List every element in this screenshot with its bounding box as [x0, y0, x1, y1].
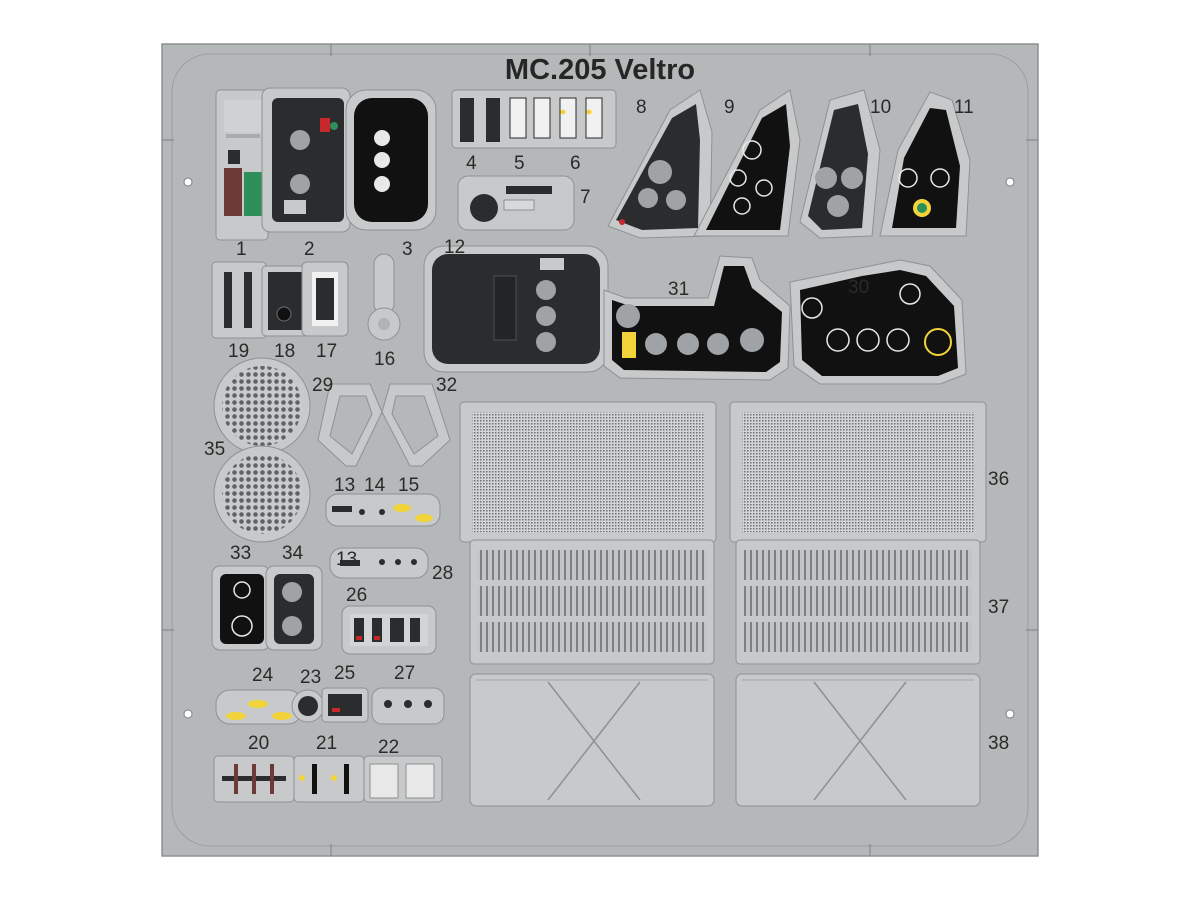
part-4-5-6-switch-strips [451, 89, 617, 149]
part-label-27: 27 [394, 663, 416, 684]
part-12-main-panel [423, 245, 609, 373]
part-label-37: 37 [988, 597, 1010, 618]
mount-hole [183, 177, 193, 187]
part-9-panel [693, 89, 801, 237]
mount-hole [183, 709, 193, 719]
part-30-instrument-panel [789, 259, 967, 385]
part-label-23: 23 [300, 667, 322, 688]
part-21-levers [293, 755, 365, 803]
part-label-32: 32 [436, 375, 458, 396]
part-13-28-switches [329, 547, 429, 579]
part-label-15: 15 [398, 475, 420, 496]
part-16-lever [367, 253, 401, 341]
part-label-2: 2 [304, 239, 315, 260]
part-label-25: 25 [334, 663, 356, 684]
part-25-box [321, 687, 369, 723]
part-20-levers [213, 755, 295, 803]
part-22-plates [363, 755, 443, 803]
part-18-box [261, 265, 309, 337]
part-10-panel [799, 89, 881, 239]
part-35-mesh-disc [213, 357, 311, 543]
part-label-9: 9 [724, 97, 735, 118]
mount-hole [1005, 709, 1015, 719]
part-label-17: 17 [316, 341, 338, 362]
part-label-6: 6 [570, 153, 581, 174]
part-label-26: 26 [346, 585, 368, 606]
part-label-28: 28 [432, 563, 454, 584]
part-label-20: 20 [248, 733, 270, 754]
part-label-10: 10 [870, 97, 892, 118]
part-7-console [457, 175, 575, 231]
part-label-1: 1 [236, 239, 247, 260]
part-label-7: 7 [580, 187, 591, 208]
part-label-31: 31 [668, 279, 690, 300]
part-label-35: 35 [204, 439, 226, 460]
part-label-11: 11 [954, 97, 974, 118]
mount-hole [1005, 177, 1015, 187]
part-label-24: 24 [252, 665, 274, 686]
sheet-title: MC.205 Veltro [504, 54, 696, 86]
part-label-38: 38 [988, 733, 1010, 754]
part-17-plate [301, 261, 349, 337]
part-label-4: 4 [466, 153, 477, 174]
part-34-panel [265, 565, 323, 651]
part-24-switches [215, 689, 303, 725]
part-label-8: 8 [636, 97, 647, 118]
part-label-16: 16 [374, 349, 396, 370]
part-23-dial [291, 689, 325, 723]
part-label-14: 14 [364, 475, 386, 496]
part-label-13a: 13 [334, 475, 356, 496]
part-32-frame [381, 383, 451, 467]
part-8-panel [607, 89, 713, 239]
part-37-slat-panel [469, 539, 981, 665]
part-19-levers [211, 261, 267, 339]
part-label-33: 33 [230, 543, 252, 564]
part-label-34: 34 [282, 543, 304, 564]
part-11-panel [879, 91, 971, 237]
part-label-18: 18 [274, 341, 296, 362]
part-2-panel [261, 87, 351, 233]
part-label-21: 21 [316, 733, 338, 754]
part-label-12: 12 [444, 237, 466, 258]
part-label-30: 30 [848, 277, 870, 298]
part-26-panel [341, 605, 437, 655]
part-3-panel [345, 89, 437, 231]
part-label-29: 29 [312, 375, 334, 396]
part-38-plate [469, 673, 981, 807]
part-label-22: 22 [378, 737, 400, 758]
part-label-3: 3 [402, 239, 413, 260]
part-label-19: 19 [228, 341, 250, 362]
part-label-13b: 13 [336, 549, 358, 570]
part-36-mesh-panel [459, 401, 987, 543]
part-33-panel [211, 565, 271, 651]
part-31-instrument-panel [603, 255, 791, 381]
part-13-14-15-switches [325, 493, 441, 527]
part-27-switches [371, 687, 445, 725]
part-29-frame [317, 383, 383, 467]
part-label-5: 5 [514, 153, 525, 174]
part-1-side-panel [215, 89, 269, 241]
part-label-36: 36 [988, 469, 1010, 490]
